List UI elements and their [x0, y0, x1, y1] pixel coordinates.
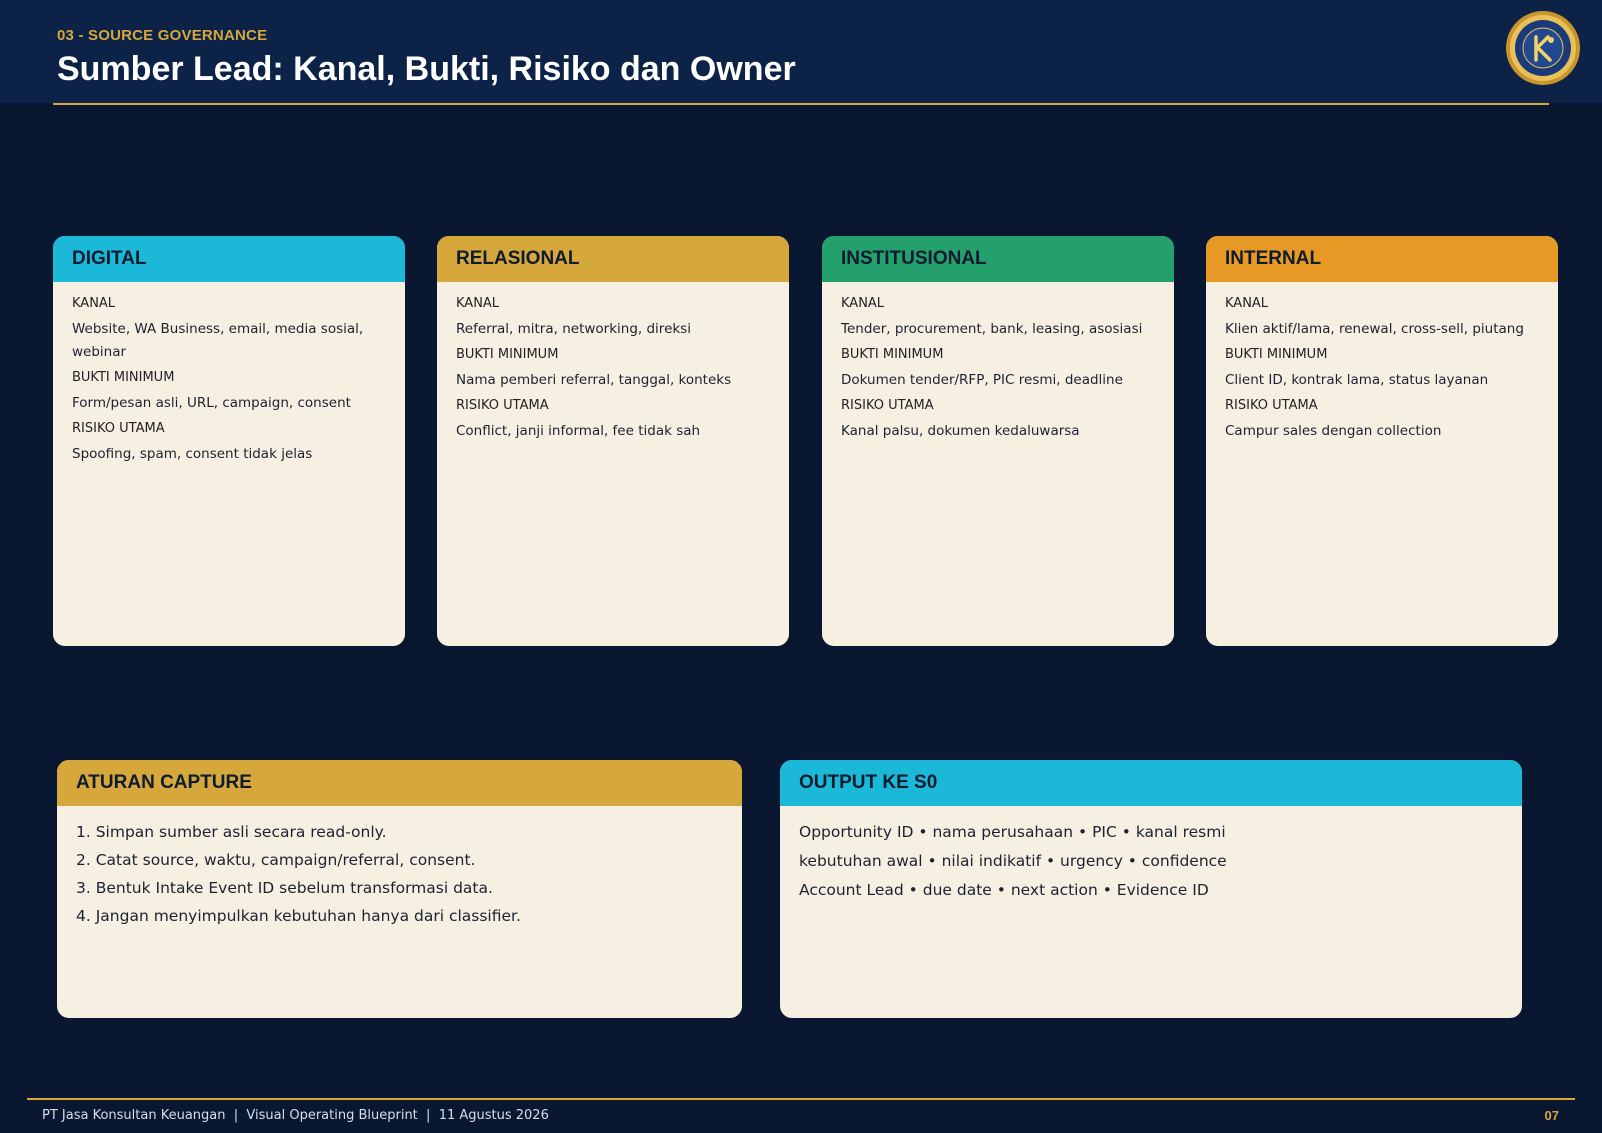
capture-rule: 1. Simpan sumber asli secara read-only.: [76, 823, 387, 841]
footer-divider: [27, 1098, 1575, 1100]
risiko-label: RISIKO UTAMA: [841, 398, 934, 413]
kanal-value: Website, WA Business, email, media sosia…: [72, 321, 364, 360]
bukti-value: Nama pemberi referral, tanggal, konteks: [456, 372, 732, 388]
risiko-label: RISIKO UTAMA: [72, 421, 165, 436]
page-title: Sumber Lead: Kanal, Bukti, Risiko dan Ow…: [57, 50, 796, 88]
bukti-value: Dokumen tender/RFP, PIC resmi, deadline: [841, 372, 1123, 388]
bukti-label: BUKTI MINIMUM: [456, 347, 559, 362]
card-title: RELASIONAL: [437, 236, 789, 282]
card-title: DIGITAL: [53, 236, 405, 282]
kanal-value: Tender, procurement, bank, leasing, asos…: [841, 321, 1143, 337]
bukti-value: Form/pesan asli, URL, campaign, consent: [72, 395, 351, 411]
card-title: INTERNAL: [1206, 236, 1558, 282]
kanal-label: KANAL: [1225, 296, 1269, 311]
bukti-label: BUKTI MINIMUM: [1225, 347, 1328, 362]
capture-rule: 2. Catat source, waktu, campaign/referra…: [76, 851, 476, 869]
kanal-value: Referral, mitra, networking, direksi: [456, 321, 691, 337]
panel-title: ATURAN CAPTURE: [57, 760, 742, 806]
risiko-value: Campur sales dengan collection: [1225, 423, 1442, 439]
panel-aturan-capture: ATURAN CAPTURE 1. Simpan sumber asli sec…: [57, 760, 742, 1018]
capture-rule: 4. Jangan menyimpulkan kebutuhan hanya d…: [76, 907, 521, 925]
card-institusional: INSTITUSIONAL KANAL Tender, procurement,…: [822, 236, 1174, 646]
kanal-label: KANAL: [456, 296, 500, 311]
bukti-label: BUKTI MINIMUM: [72, 370, 175, 385]
card-title: INSTITUSIONAL: [822, 236, 1174, 282]
bukti-label: BUKTI MINIMUM: [841, 347, 944, 362]
risiko-value: Conflict, janji informal, fee tidak sah: [456, 423, 701, 439]
kanal-label: KANAL: [841, 296, 885, 311]
risiko-value: Spoofing, spam, consent tidak jelas: [72, 446, 313, 462]
capture-rule: 3. Bentuk Intake Event ID sebelum transf…: [76, 879, 493, 897]
kanal-value: Klien aktif/lama, renewal, cross-sell, p…: [1225, 321, 1524, 337]
header-band: [0, 0, 1602, 103]
header-divider: [53, 103, 1549, 105]
output-line: Opportunity ID • nama perusahaan • PIC •…: [799, 823, 1226, 841]
panel-output-s0: OUTPUT KE S0 Opportunity ID • nama perus…: [780, 760, 1522, 1018]
panel-title: OUTPUT KE S0: [780, 760, 1522, 806]
bukti-value: Client ID, kontrak lama, status layanan: [1225, 372, 1489, 388]
risiko-label: RISIKO UTAMA: [1225, 398, 1318, 413]
card-internal: INTERNAL KANAL Klien aktif/lama, renewal…: [1206, 236, 1558, 646]
company-seal-logo-icon: [1506, 11, 1580, 85]
card-digital: DIGITAL KANAL Website, WA Business, emai…: [53, 236, 405, 646]
output-line: kebutuhan awal • nilai indikatif • urgen…: [799, 852, 1227, 870]
page-number: 07: [1544, 1108, 1559, 1123]
risiko-label: RISIKO UTAMA: [456, 398, 549, 413]
output-line: Account Lead • due date • next action • …: [799, 881, 1209, 899]
kanal-label: KANAL: [72, 296, 116, 311]
footer-text: PT Jasa Konsultan Keuangan | Visual Oper…: [42, 1108, 549, 1123]
risiko-value: Kanal palsu, dokumen kedaluwarsa: [841, 423, 1080, 439]
section-label: 03 - SOURCE GOVERNANCE: [57, 27, 268, 44]
card-relasional: RELASIONAL KANAL Referral, mitra, networ…: [437, 236, 789, 646]
